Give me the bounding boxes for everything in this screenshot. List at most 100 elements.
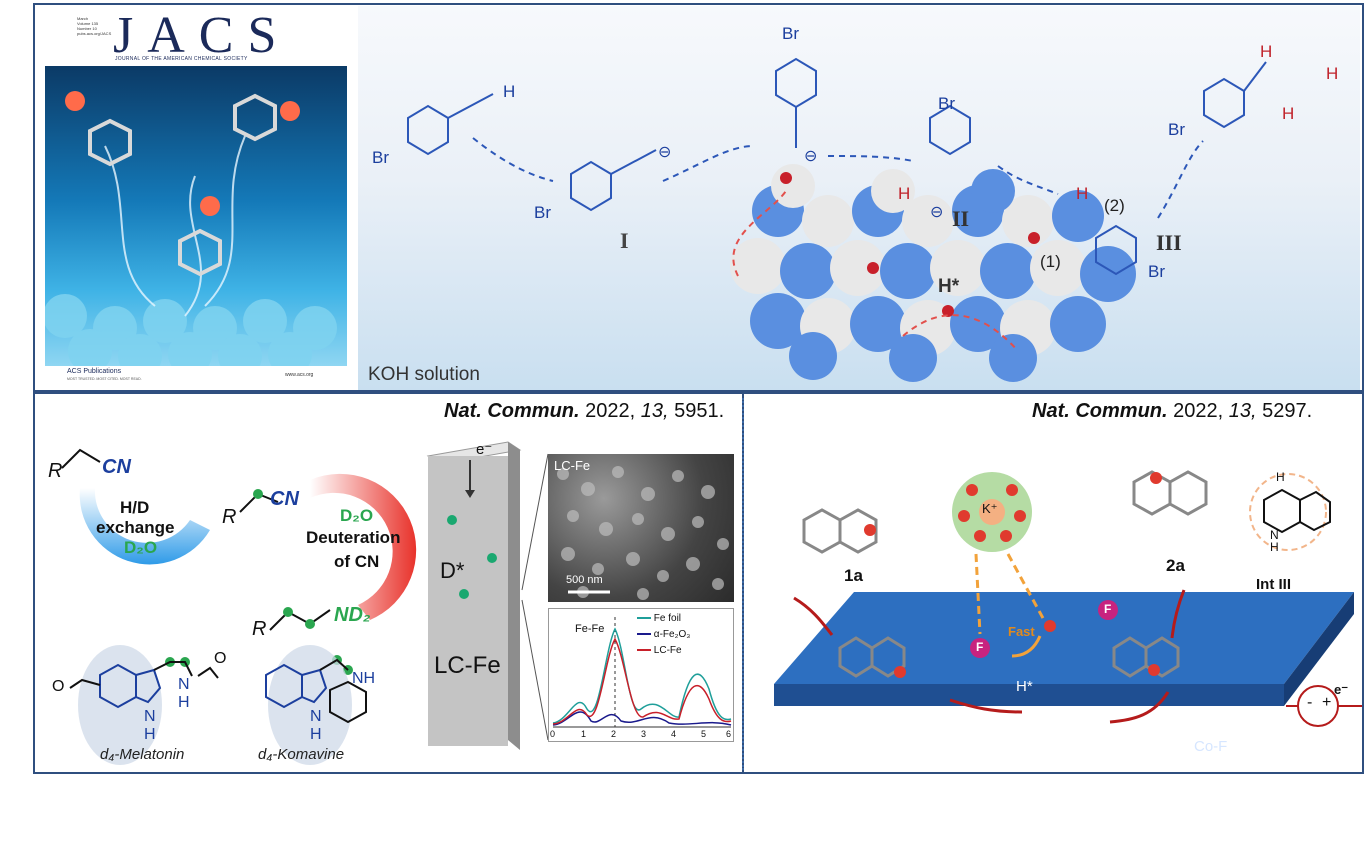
int3-top-n: N — [1270, 528, 1279, 542]
legend-lc-fe-label: LC-Fe — [653, 645, 682, 656]
deut-d2o: D₂O — [340, 506, 374, 525]
sem-image: LC-Fe 500 nm — [548, 454, 734, 602]
product-br: Br — [1168, 120, 1185, 139]
electrode-label: LC-Fe — [434, 652, 501, 679]
cof-plate-side — [1284, 592, 1354, 706]
komavine-indole-h: H — [310, 726, 322, 743]
int3-label: III — [1156, 230, 1182, 255]
legend-fe-foil: Fe foil — [637, 613, 681, 624]
int3-surface-label: Int III — [1054, 714, 1092, 733]
int2-charge: ⊖ — [930, 204, 944, 221]
r2: R — [222, 506, 237, 528]
issue-line: Volume 135 — [77, 21, 99, 26]
r1: R — [48, 460, 63, 482]
alkyne-bonds — [447, 61, 1267, 175]
electrode-minus: - — [1307, 694, 1313, 711]
cover-issue-info: March Volume 135 Number 10 pubs.acs.org/… — [77, 16, 111, 36]
reactant-br: Br — [372, 148, 389, 167]
fast-label: Fast — [1008, 624, 1035, 639]
cn2: CN — [270, 488, 299, 510]
f2-label: F — [1104, 602, 1112, 616]
hd-exchange-arc — [79, 488, 210, 565]
melatonin-methoxy: O — [52, 678, 65, 695]
melatonin-amide-n: N — [178, 676, 190, 693]
r3: R — [252, 618, 267, 640]
top-br: Br — [782, 24, 799, 43]
melatonin-o: O — [214, 650, 227, 667]
pathway-arrows — [472, 137, 1204, 219]
legend-lc-fe: LC-Fe — [637, 645, 682, 656]
int3-top-nh: H — [1270, 540, 1279, 554]
jacs-cover: March Volume 135 Number 10 pubs.acs.org/… — [45, 8, 347, 388]
right-citation: Nat. Commun. 2022, 13, 5297. — [1032, 400, 1312, 423]
exafs-plot: Fe-Fe Fe foil α-Fe₂O₃ LC-Fe 0 1 2 3 4 5 … — [548, 608, 734, 742]
cof-plate-front — [774, 684, 1284, 706]
komavine-label: d₄-Komavine — [258, 746, 345, 763]
int1-label: I — [620, 228, 629, 253]
oxygen-atoms — [780, 172, 1040, 317]
legend-fe-foil-label: Fe foil — [653, 613, 682, 624]
int2-br: Br — [938, 94, 955, 113]
cover-footer: ACS Publications MOST TRUSTED. MOST CITE… — [45, 366, 347, 388]
left-citation: Nat. Commun. 2022, 13, 5951. — [444, 400, 724, 423]
cover-artwork — [45, 66, 347, 378]
inset-lines — [521, 453, 549, 741]
publisher-name: ACS Publications — [67, 368, 122, 375]
journal-full-name: JOURNAL OF THE AMERICAN CHEMICAL SOCIETY — [115, 56, 248, 62]
cover-illustration — [45, 91, 337, 378]
mechanism-illustration — [407, 57, 1267, 382]
right-scheme-graphics — [774, 470, 1362, 727]
citation-journal: Nat. Commun. — [444, 400, 580, 422]
citation-year: 2022, — [585, 400, 636, 422]
citation-page: 5951. — [674, 400, 725, 422]
sem-texture — [557, 466, 729, 600]
product-h2: H — [1326, 64, 1339, 83]
int1-br: Br — [534, 203, 551, 222]
benzene-rings — [407, 57, 1245, 276]
kplus-label: K⁺ — [982, 501, 998, 516]
cof-label: Co-F — [1194, 738, 1228, 755]
komavine-nh: NH — [352, 670, 376, 687]
right-electron: e⁻ — [1334, 682, 1349, 697]
electrode-plus: + — [1322, 694, 1332, 711]
melatonin-amide-h: H — [178, 694, 190, 711]
tick-6: 6 — [726, 729, 732, 739]
left-scheme-graphics — [61, 448, 417, 765]
reactant-h: H — [503, 82, 516, 101]
product-h3: H — [1282, 104, 1295, 123]
label-1a: 1a — [844, 566, 863, 585]
issue-line: Number 10 — [77, 26, 97, 31]
plot-peak-label: Fe-Fe — [575, 623, 605, 635]
tick-0: 0 — [550, 729, 556, 739]
tick-5: 5 — [701, 729, 707, 739]
citation-year: 2022, — [1173, 400, 1224, 422]
melatonin-label: d₄-Melatonin — [100, 746, 185, 763]
int3-top-label: Int III — [1256, 576, 1291, 593]
tick-3: 3 — [641, 729, 647, 739]
cn1: CN — [102, 456, 131, 478]
int3-br: Br — [1148, 262, 1165, 281]
label-2a: 2a — [1166, 556, 1185, 575]
issue-line: March — [77, 16, 89, 21]
sem-scale-label: 500 nm — [566, 574, 603, 586]
top-charge: ⊖ — [804, 148, 818, 165]
int1-charge: ⊖ — [658, 144, 672, 161]
mechanism-panel: H Br ⊖ Br I Br ⊖ Br H ⊖ II H (2) (1) III… — [358, 6, 1360, 390]
electrode-electron: e⁻ — [476, 441, 493, 458]
catalyst-spheres — [730, 164, 1136, 382]
tick-2: 2 — [611, 729, 617, 739]
cof-plate-top — [774, 592, 1354, 684]
product-h1: H — [1260, 42, 1273, 61]
melatonin-indole-n: N — [144, 708, 156, 725]
top-panel-frame — [33, 3, 1364, 392]
publisher-site: www.acs.org — [285, 372, 314, 378]
hd-line1: H/D — [120, 498, 150, 517]
exafs-curves — [552, 617, 732, 728]
f1-label: F — [976, 640, 984, 654]
publisher-tagline: MOST TRUSTED. MOST CITED. MOST READ. — [67, 377, 142, 381]
citation-volume: 13, — [640, 400, 669, 422]
tick-1: 1 — [581, 729, 587, 739]
deut-line1: Deuteration — [306, 528, 401, 547]
int3-top-h: H — [1276, 470, 1285, 484]
nd2: ND₂ — [334, 604, 371, 626]
